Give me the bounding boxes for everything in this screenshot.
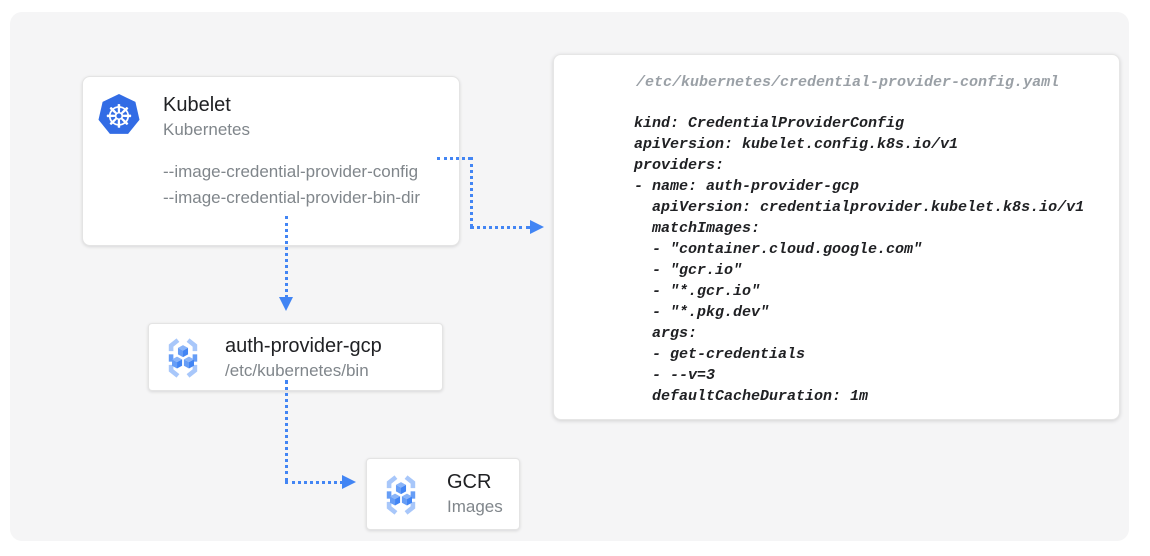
gcr-title: GCR xyxy=(447,471,492,493)
connector-segment xyxy=(285,481,343,484)
flag-image-credential-provider-config: --image-credential-provider-config xyxy=(163,162,419,181)
config-file-contents: kind: CredentialProviderConfig apiVersio… xyxy=(634,115,1085,405)
auth-provider-gcp-node: auth-provider-gcp /etc/kubernetes/bin xyxy=(148,323,443,391)
arrowhead-right-icon xyxy=(342,475,356,489)
connector-segment xyxy=(285,380,288,482)
container-registry-icon xyxy=(379,473,423,517)
kubelet-flags: --image-credential-provider-config --ima… xyxy=(163,159,420,211)
connector-segment xyxy=(470,157,473,227)
kubelet-title: Kubelet xyxy=(163,94,231,116)
arrowhead-down-icon xyxy=(279,297,293,311)
auth-provider-title: auth-provider-gcp xyxy=(225,335,382,357)
arrowhead-right-icon xyxy=(530,220,544,234)
container-registry-icon xyxy=(161,336,205,380)
flag-image-credential-provider-bin-dir: --image-credential-provider-bin-dir xyxy=(163,188,420,207)
kubelet-node: ☸ Kubelet Kubernetes --image-credential-… xyxy=(82,76,460,246)
connector-segment xyxy=(470,226,530,229)
kubernetes-icon: ☸ xyxy=(97,93,141,137)
diagram-canvas: ☸ Kubelet Kubernetes --image-credential-… xyxy=(10,12,1129,541)
gcr-subtitle: Images xyxy=(447,497,503,516)
connector-segment xyxy=(437,157,471,160)
gcr-node: GCR Images xyxy=(366,458,520,530)
auth-provider-path: /etc/kubernetes/bin xyxy=(225,361,369,380)
connector-segment xyxy=(285,216,288,298)
config-file-path: /etc/kubernetes/credential-provider-conf… xyxy=(636,74,1060,91)
credential-provider-config-panel: /etc/kubernetes/credential-provider-conf… xyxy=(553,54,1120,420)
kubelet-subtitle: Kubernetes xyxy=(163,120,250,139)
svg-text:☸: ☸ xyxy=(105,98,134,136)
